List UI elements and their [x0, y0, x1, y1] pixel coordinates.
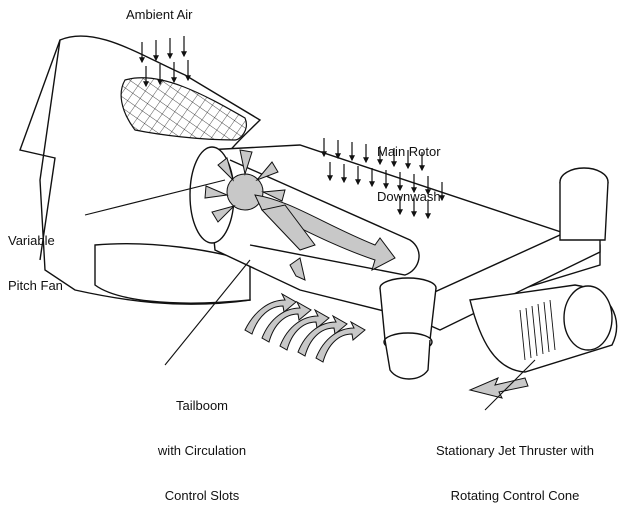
circulation-flow-arrows [244, 292, 366, 363]
tailboom-label-line2: with Circulation [157, 443, 247, 458]
left-vertical-fin [379, 277, 437, 380]
exit-flow-arrow [289, 257, 306, 281]
ambient-air-label: Ambient Air [126, 7, 193, 22]
thruster-label-line1: Stationary Jet Thruster with [436, 443, 594, 458]
main-rotor-downwash-label: Main Rotor Downwash [377, 114, 441, 219]
fan-leader-line [84, 179, 226, 216]
jet-thruster-label: Stationary Jet Thruster with Rotating Co… [410, 413, 620, 518]
downwash-arrows [321, 138, 445, 220]
tailboom-label-line3: Control Slots [164, 488, 240, 503]
variable-pitch-fan-label: Variable Pitch Fan [8, 203, 63, 308]
tailboom-label-line1: Tailboom [175, 398, 229, 413]
horizontal-stabilizer [393, 234, 601, 331]
main-rotor-label-line2: Downwash [377, 189, 441, 204]
thruster-leader-line [484, 359, 536, 411]
thruster-label-line2: Rotating Control Cone [450, 488, 580, 503]
intake-mesh [120, 77, 247, 141]
ambient-air-arrows [139, 36, 191, 88]
main-rotor-label-line1: Main Rotor [377, 144, 441, 159]
variable-pitch-fan [204, 149, 286, 223]
notar-tail-diagram [19, 35, 618, 411]
tailboom-label: Tailboom with Circulation Control Slots [132, 368, 272, 518]
jet-thruster [469, 284, 618, 373]
variable-pitch-label-line2: Pitch Fan [8, 278, 63, 293]
thruster-exhaust-arrow [468, 377, 529, 399]
variable-pitch-label-line1: Variable [8, 233, 55, 248]
tailboom-leader-line [164, 259, 251, 366]
right-vertical-fin [559, 167, 609, 241]
leader-lines [84, 179, 536, 411]
